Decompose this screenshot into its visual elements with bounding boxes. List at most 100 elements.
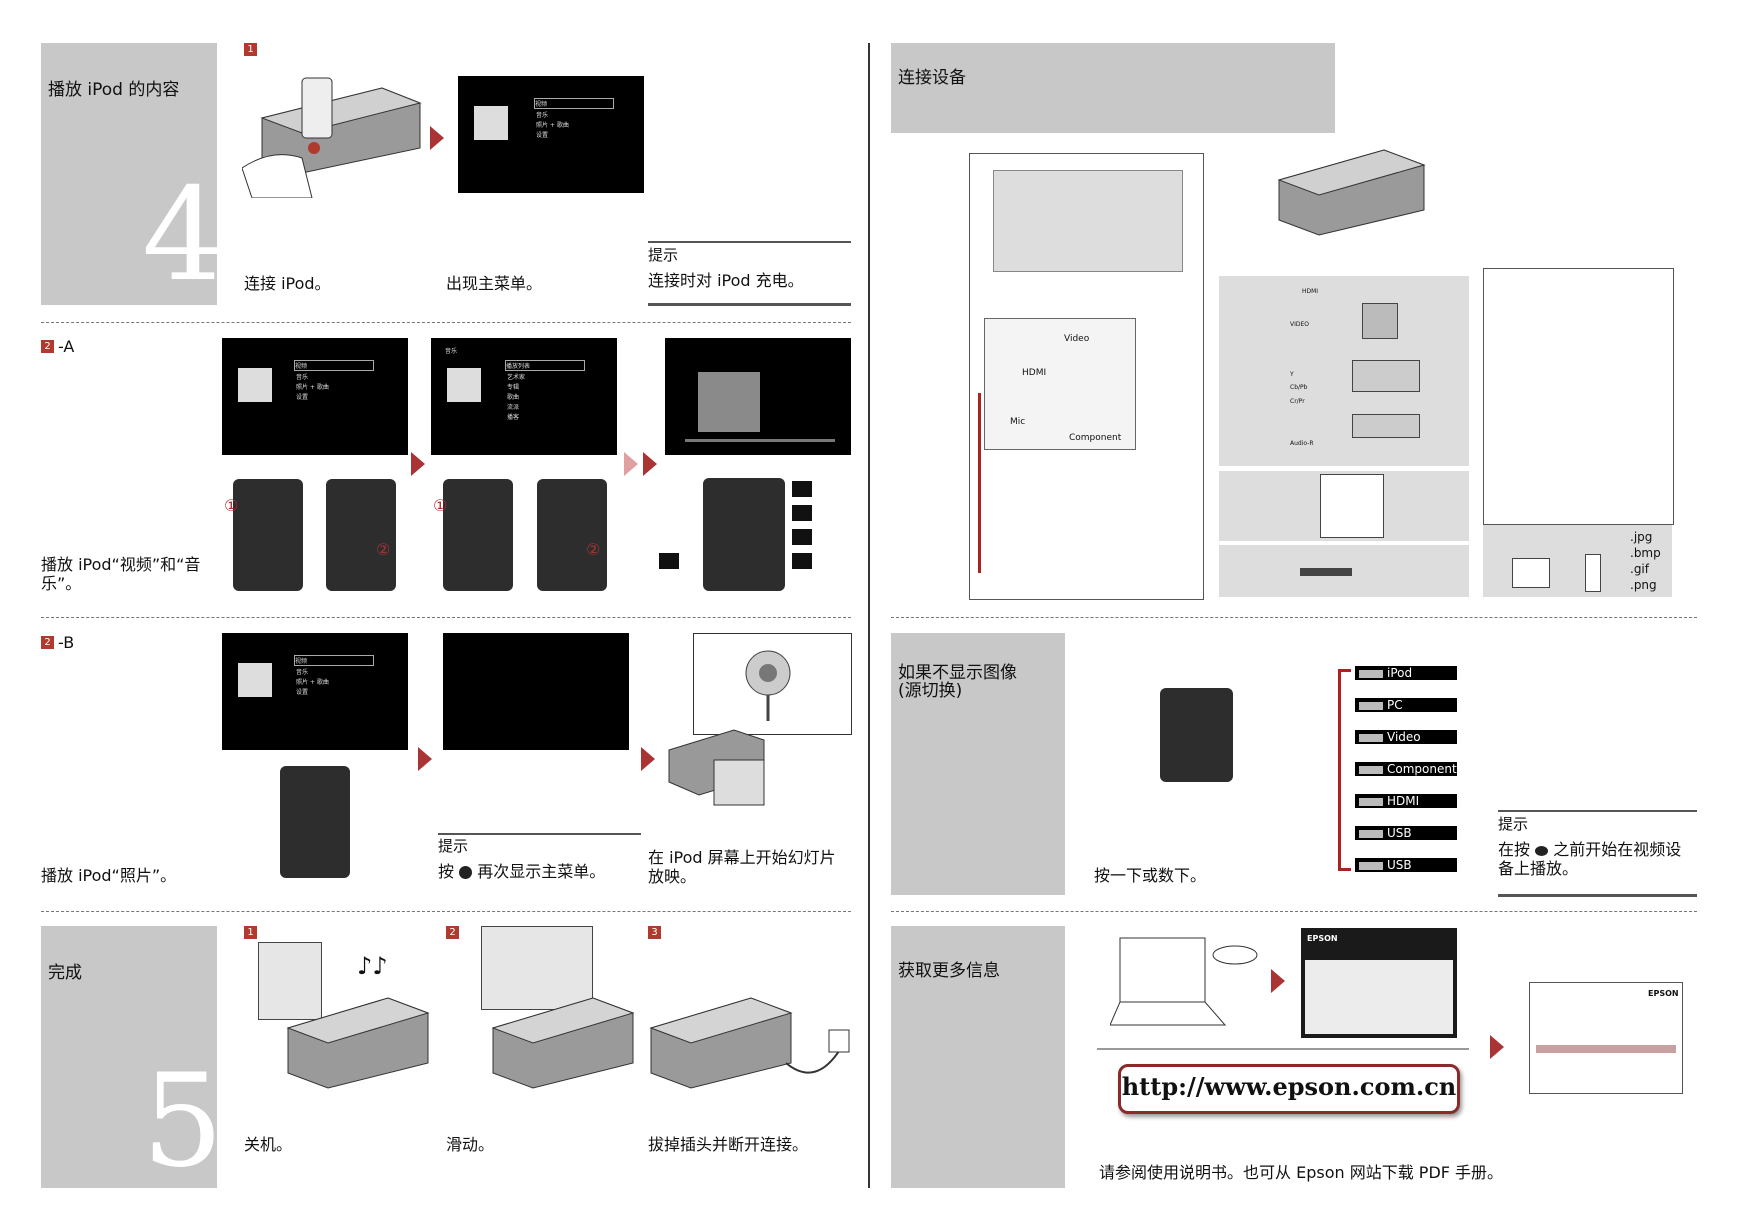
- music-item: 艺术家: [507, 374, 526, 381]
- source-item-hdmi: HDMI: [1355, 794, 1457, 808]
- source-sidebar: [891, 633, 1065, 895]
- cable-y-label: Y: [1290, 371, 1294, 378]
- source-button-icon: [1535, 845, 1549, 856]
- section4-title: 播放 iPod 的内容: [48, 80, 180, 100]
- step-badge-2a: 2: [41, 340, 54, 353]
- ipod-icon: [1359, 669, 1383, 678]
- caption-2b: 播放 iPod“照片”。: [41, 866, 177, 885]
- tip-top-line: [648, 241, 851, 243]
- circle-one: ①: [224, 496, 239, 515]
- menu-item-music: 音乐: [296, 374, 309, 381]
- lens-cover-closeup: [481, 926, 593, 1010]
- menu-item-settings: 设置: [296, 689, 309, 696]
- video-icon: [474, 106, 508, 140]
- projector-illustration: [668, 729, 765, 806]
- tip-text-pre: 在按: [1498, 840, 1531, 859]
- source-item-usb: USB: [1355, 858, 1457, 872]
- thumbnail-strip: [1536, 1045, 1676, 1053]
- ipod-main-menu-screen: 视频 音乐 照片 + 歌曲 设置: [458, 76, 644, 193]
- tip-top-line: [1498, 810, 1697, 812]
- video-icon: [238, 368, 272, 402]
- step-suffix-2a: -A: [58, 337, 75, 356]
- source-label: USB Display: [1355, 826, 1412, 854]
- more-title: 获取更多信息: [898, 961, 1000, 981]
- source-cycle-bracket: [1338, 669, 1351, 871]
- section5-number: 5: [142, 1047, 224, 1196]
- source-item-usb-display: USB Display: [1355, 826, 1457, 854]
- source-label: iPod: [1387, 666, 1413, 680]
- cable-cr-label: Cr/Pr: [1290, 398, 1305, 405]
- video-port-label: Video: [1064, 334, 1090, 344]
- music-item: 播客: [507, 414, 520, 421]
- remote-source-button: [1160, 688, 1233, 782]
- file-type: .gif: [1630, 562, 1649, 576]
- tip-title-2b: 提示: [438, 837, 469, 855]
- play-pause-icon: [792, 529, 812, 545]
- cable-audio-label: Audio-R: [1290, 440, 1314, 447]
- next-arrow: [641, 747, 655, 771]
- blank-screen: [443, 633, 629, 750]
- laptop-icon: [1320, 474, 1384, 538]
- microphone-icon: [1300, 568, 1352, 576]
- music-item: 流派: [507, 404, 520, 411]
- usb-icon: [1359, 861, 1383, 870]
- rewind-icon: [659, 553, 679, 569]
- next-arrow: [624, 452, 638, 476]
- source-item-video: Video: [1355, 730, 1457, 744]
- sunflower-illustration: [745, 650, 791, 721]
- music-note-icon: ♪♪: [357, 952, 388, 980]
- circle-one: ①: [433, 496, 448, 515]
- more-caption: 请参阅使用说明书。也可从 Epson 网站下载 PDF 手册。: [1099, 1163, 1504, 1182]
- divider: [891, 617, 1697, 618]
- section4-sidebar: [41, 43, 217, 305]
- caption-2a: 播放 iPod“视频”和“音乐”。: [41, 555, 201, 593]
- next-arrow: [430, 126, 444, 150]
- website-url[interactable]: http://www.epson.com.cn: [1121, 1072, 1457, 1101]
- video-frame: [698, 372, 760, 432]
- connect-header: [891, 43, 1335, 133]
- caption-slide: 滑动。: [446, 1135, 495, 1154]
- more-sidebar: [891, 926, 1065, 1188]
- projector-illustration: [491, 997, 635, 1089]
- tip-bottom-line: [648, 303, 851, 306]
- caption-power-off: 关机。: [244, 1135, 293, 1154]
- tip-title: 提示: [648, 246, 679, 264]
- cable-hdmi-label: HDMI: [1302, 288, 1319, 295]
- main-menu-screen-2a: 视频 音乐 照片 + 歌曲 设置: [222, 338, 408, 455]
- list-icon: [447, 368, 481, 402]
- connect-title: 连接设备: [898, 68, 966, 88]
- step-badge: 1: [244, 43, 257, 56]
- tip-bottom-line: [1498, 894, 1697, 897]
- menu-item-photos: 照片 + 歌曲: [296, 384, 329, 391]
- hdmi-icon: [1359, 797, 1383, 806]
- step-badge: 3: [648, 926, 661, 939]
- source-item-pc: PC: [1355, 698, 1457, 712]
- remote-left: [537, 479, 607, 591]
- step-badge-2b: 2: [41, 636, 54, 649]
- manual-cd-menu-screen: EPSON: [1301, 928, 1457, 1038]
- divider: [41, 911, 851, 912]
- source-label: Video: [1387, 730, 1421, 744]
- file-type: .jpg: [1630, 530, 1653, 544]
- source-caption: 按一下或数下。: [1094, 866, 1207, 885]
- source-item-component: Component: [1355, 762, 1457, 776]
- file-type: .png: [1630, 578, 1657, 592]
- menu-item-photos: 照片 + 歌曲: [296, 679, 329, 686]
- tip-text-pre: 按: [438, 862, 455, 881]
- video-icon: [1359, 733, 1383, 742]
- progress-bar: [685, 439, 835, 442]
- source-tip-title: 提示: [1498, 815, 1529, 833]
- hdmi-port-label: HDMI: [1022, 368, 1047, 378]
- remote-dpad-closeup: [703, 478, 785, 591]
- menu-item-music: 音乐: [536, 112, 549, 119]
- cable-video-label: VIDEO: [1290, 321, 1310, 328]
- projector-illustration: [286, 997, 430, 1089]
- menu-item-video: 视频: [294, 360, 374, 371]
- fast-forward-icon: [792, 553, 812, 569]
- power-panel-closeup: [258, 942, 322, 1020]
- brand-logo: EPSON: [1648, 989, 1679, 998]
- camera-icon: [1512, 558, 1550, 588]
- brand-logo: EPSON: [1307, 934, 1338, 943]
- av-device-panel: [1219, 276, 1469, 466]
- step-badge: 2: [446, 926, 459, 939]
